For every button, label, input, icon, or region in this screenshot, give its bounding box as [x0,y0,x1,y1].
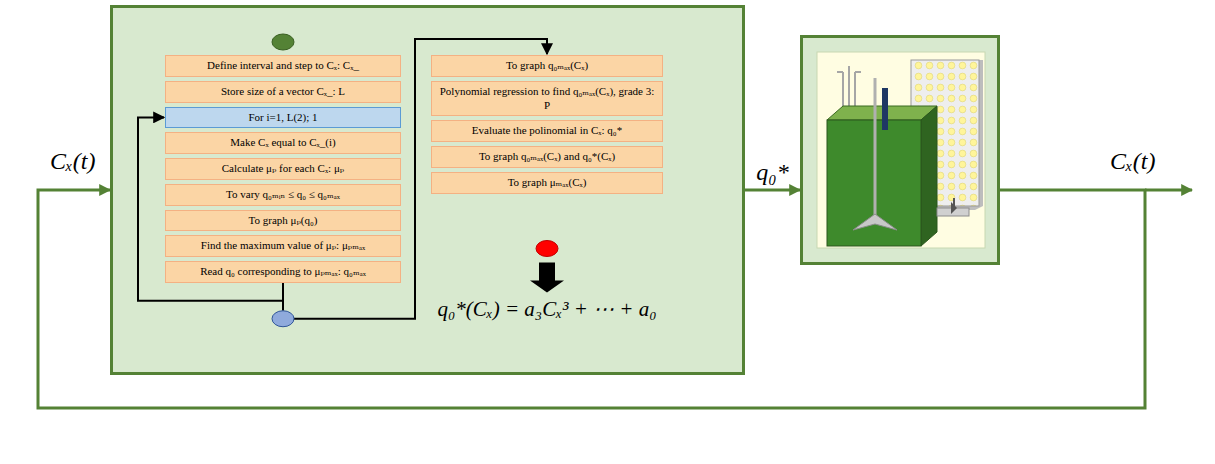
process-box: To vary q₀ₘᵢₙ ≤ q₀ ≤ q₀ₘₐₓ [165,184,401,206]
box-text: Read q₀ corresponding to μₚₘₐₓ: q₀ₘₐₓ [171,265,395,279]
process-box: To graph μₘₐₓ(Cₓ) [431,172,663,194]
box-text: To vary q₀ₘᵢₙ ≤ q₀ ≤ q₀ₘₐₓ [171,188,395,202]
process-box: To graph q₀ₘₐₓ(Cₓ) and q₀*(Cₓ) [431,146,663,168]
algorithm-panel: Define interval and step to Cₓ: Cₓ_ Store… [110,5,745,375]
process-box: Polynomial regression to find q₀ₘₐₓ(Cₓ),… [431,81,663,117]
process-box: Calculate μₚ for each Cₓ: μₚ [165,158,401,180]
process-box: To graph q₀ₘₐₓ(Cₓ) [431,55,663,77]
box-text: Evaluate the polinomial in Cₓ: q₀* [437,124,657,138]
box-text: Make Cₓ equal to Cₓ_(i) [171,136,395,150]
process-box: Define interval and step to Cₓ: Cₓ_ [165,55,401,77]
process-box: Store size of a vector Cₓ_: L [165,81,401,103]
end-terminal [536,241,558,257]
box-text: Polynomial regression to find q₀ₘₐₓ(Cₓ),… [437,85,657,113]
box-text: To graph q₀ₘₐₓ(Cₓ) and q₀*(Cₓ) [437,150,657,164]
box-text: To graph q₀ₘₐₓ(Cₓ) [437,59,657,73]
sensor-rod [882,88,888,130]
tank-side [921,106,937,246]
impeller [853,214,897,230]
valve-handle [953,198,955,208]
box-text: Store size of a vector Cₓ_: L [171,85,395,99]
process-box: Find the maximum value of μₚ: μₚₘₐₓ [165,235,401,257]
signal-arrow [745,189,800,192]
process-box: To graph μₚ(q₀) [165,210,401,232]
flow-line [282,283,284,311]
formula-text: q₀*(Cₓ) = a₃Cₓ³ + ⋯ + a₀ [437,297,656,322]
loop-end-terminal [272,311,294,327]
output-wire [1145,189,1192,192]
bioreactor-illustration [803,38,997,262]
signal-label: q₀* [756,159,788,186]
process-box: Make Cₓ equal to Cₓ_(i) [165,132,401,154]
signal-label: Cₓ(t) [50,148,95,175]
signal-label: Cₓ(t) [1110,148,1155,175]
scene-ground [817,52,985,248]
process-box: Evaluate the polinomial in Cₓ: q₀* [431,120,663,142]
box-text: Define interval and step to Cₓ: Cₓ_ [171,59,395,73]
box-text: For i=1, L(2); 1 [171,111,395,125]
process-box: Read q₀ corresponding to μₚₘₐₓ: q₀ₘₐₓ [165,261,401,283]
box-text: Find the maximum value of μₚ: μₚₘₐₓ [171,239,395,253]
start-terminal [272,34,294,50]
stirrer-shaft [874,78,877,224]
result-arrow [530,263,564,293]
bioreactor-panel [800,35,1000,265]
loop-box: For i=1, L(2); 1 [165,107,401,129]
box-text: Calculate μₚ for each Cₓ: μₚ [171,162,395,176]
box-text: To graph μₚ(q₀) [171,214,395,228]
box-text: To graph μₘₐₓ(Cₓ) [437,176,657,190]
